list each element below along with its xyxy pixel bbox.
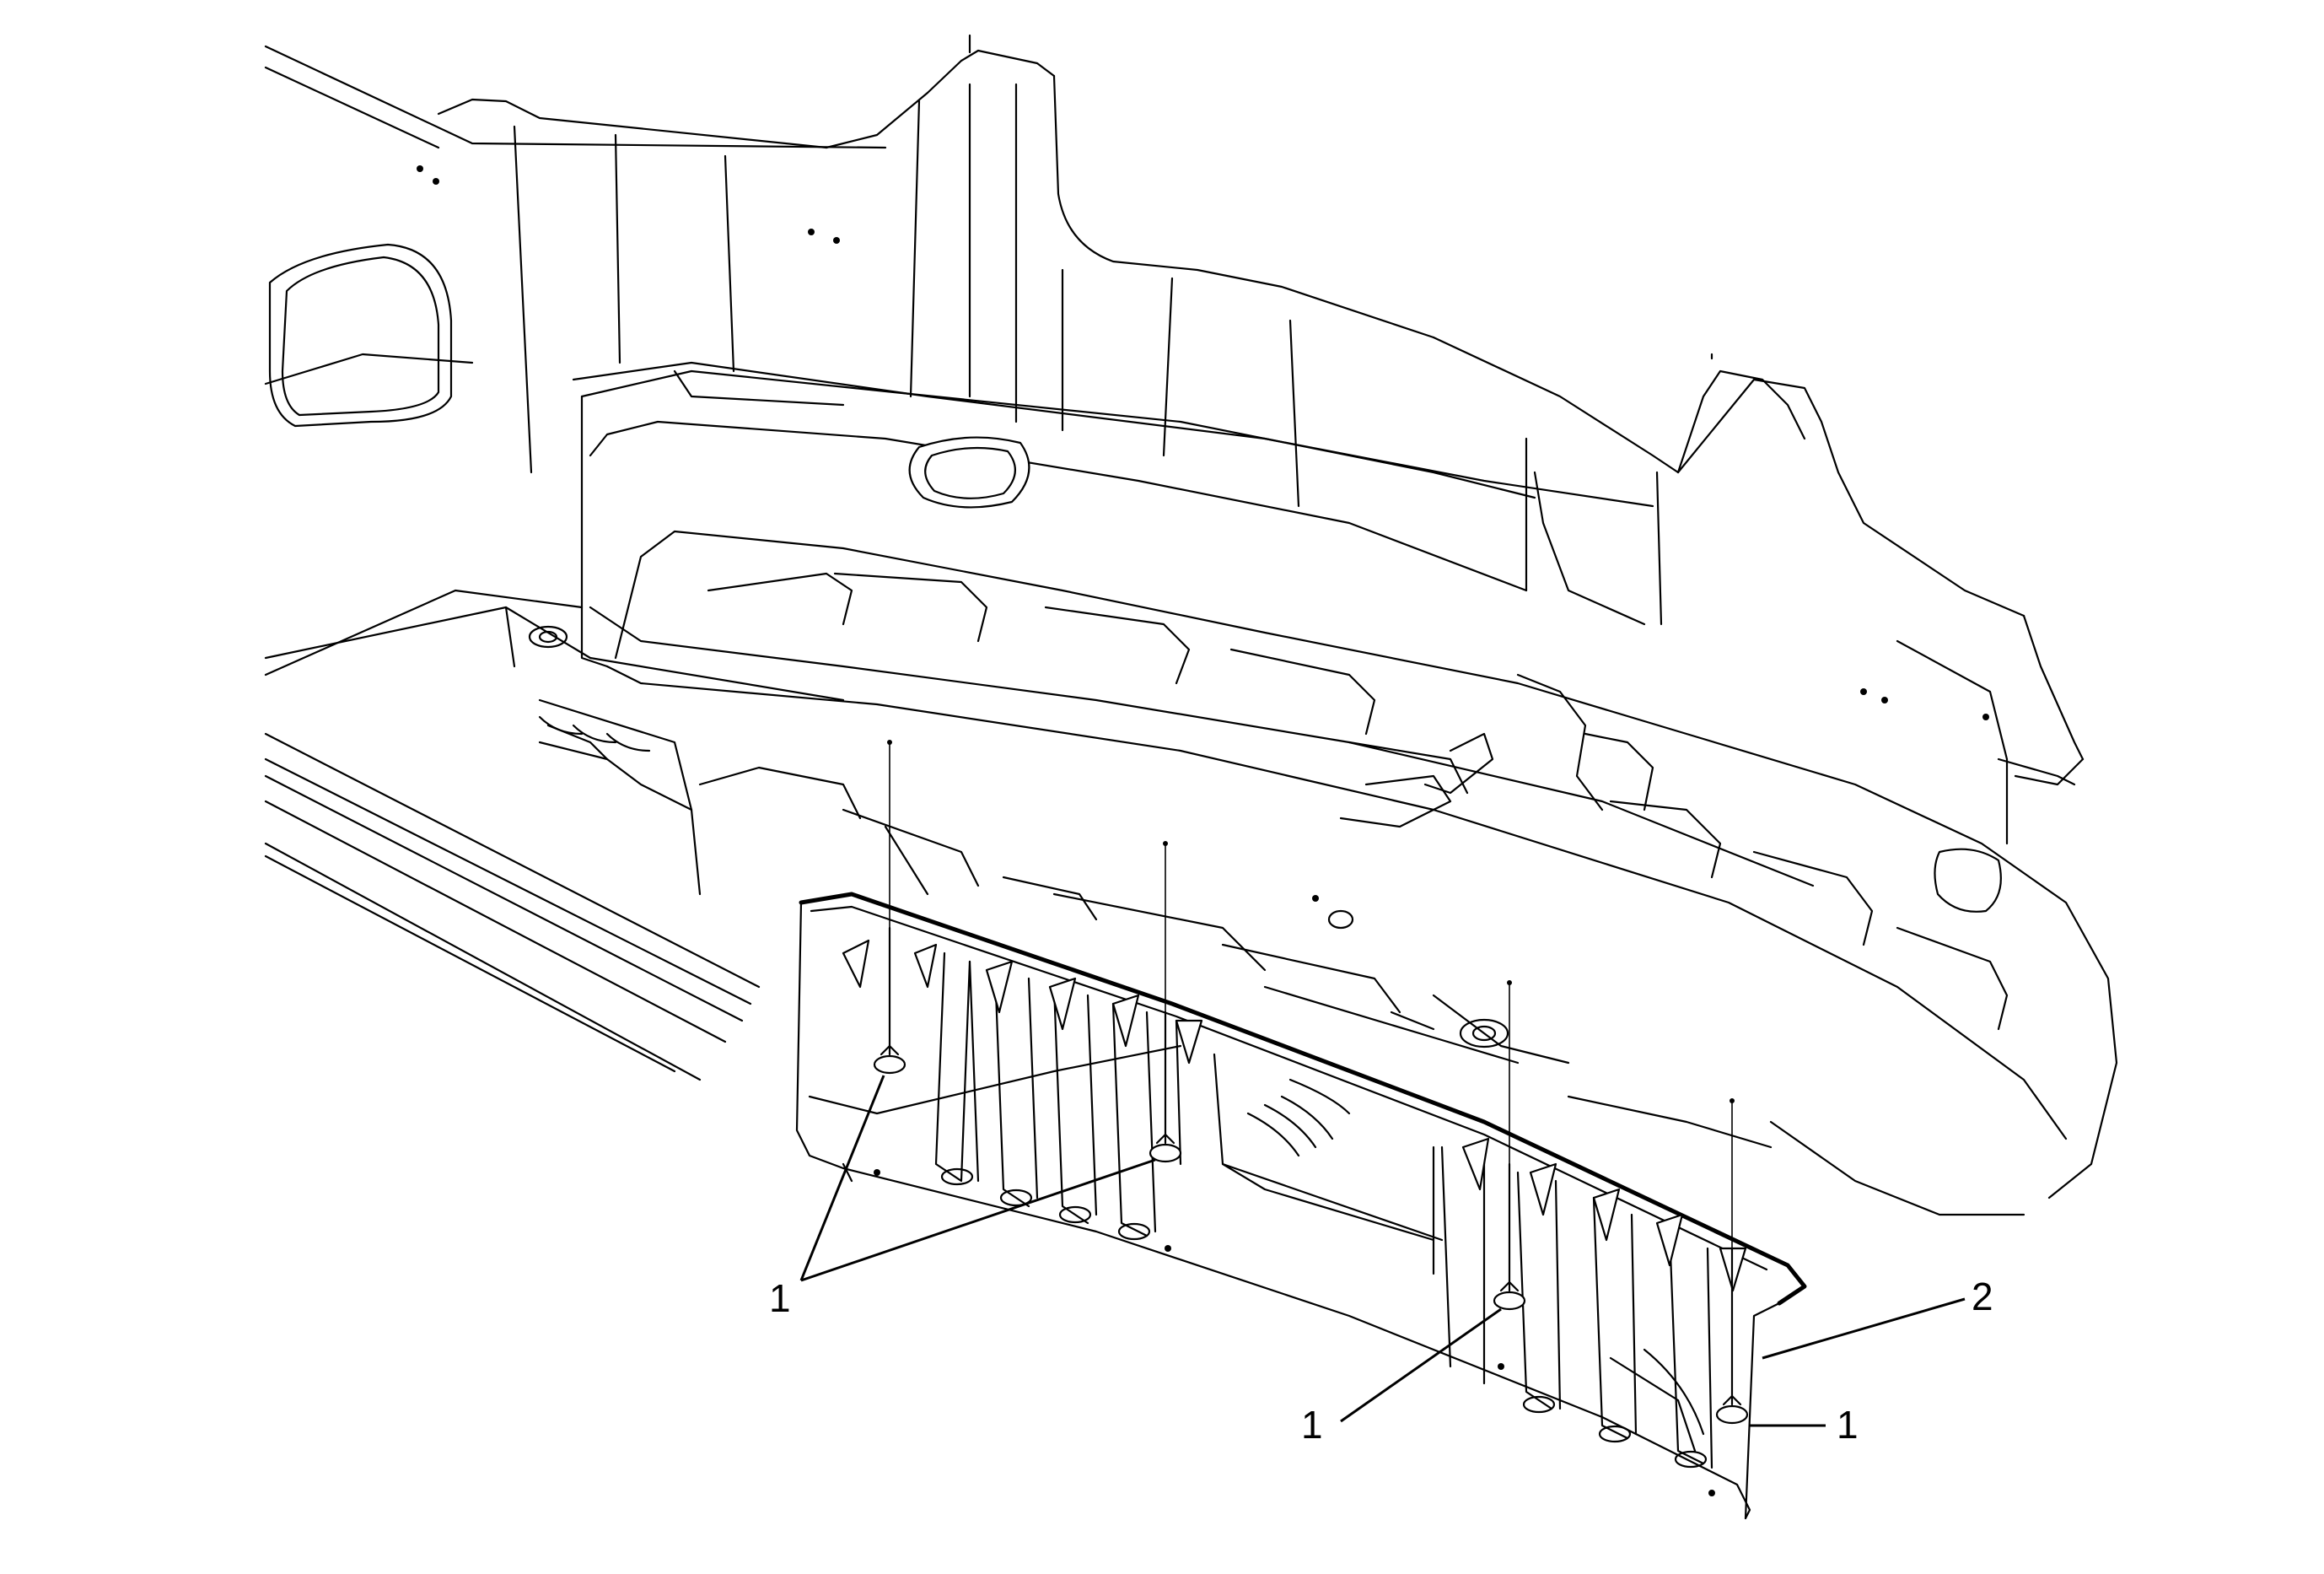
callout-fastener-b: 1: [1301, 1403, 1323, 1447]
screw-2: [1149, 1011, 1182, 1163]
vehicle-underbody: [264, 34, 2118, 1216]
shield-louvers-left: [842, 939, 1203, 1241]
callout-shield: 2: [1972, 1275, 1993, 1318]
callout-leaders: [799, 1075, 1966, 1427]
screw-1: [873, 926, 906, 1075]
screw-3: [1493, 1162, 1526, 1311]
screw-4: [1715, 1247, 1749, 1425]
callout-labels: 1 1 1 2: [769, 1275, 1993, 1447]
callout-fastener-a: 1: [769, 1276, 791, 1320]
callout-fastener-c: 1: [1837, 1403, 1859, 1447]
fastener-screws: [873, 926, 1749, 1425]
installation-guide-lines: [887, 740, 1735, 1249]
shield-louvers-right: [1440, 1137, 1747, 1469]
